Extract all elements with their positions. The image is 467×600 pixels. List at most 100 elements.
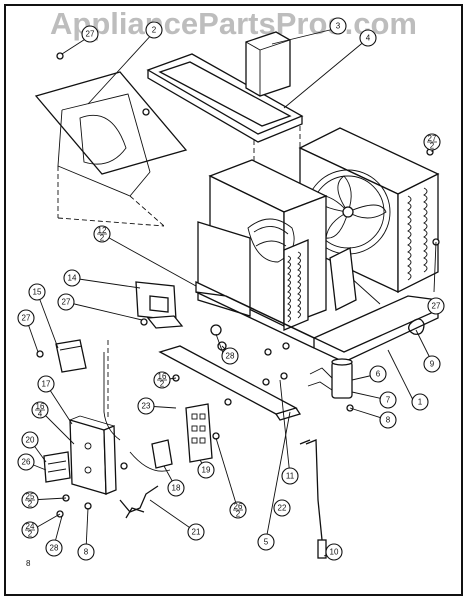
callout-circle (77, 543, 95, 561)
callout-number: 28 (50, 544, 59, 553)
callout-circle (411, 393, 429, 411)
callout-6: 6 (369, 365, 387, 383)
callout-27e: 27 (427, 297, 445, 315)
callout-number: 17 (42, 380, 51, 389)
callout-number: 19 (202, 466, 211, 475)
callout-circle (325, 543, 343, 561)
callout-number: 16 (36, 402, 45, 411)
callout-number: 25 (26, 492, 35, 501)
callout-17: 17 (37, 375, 55, 393)
callout-circle (57, 293, 75, 311)
callout-11: 11 (281, 467, 299, 485)
callout-quantity: 2 (28, 529, 33, 538)
callout-circle (423, 355, 441, 373)
callout-number: 9 (430, 360, 435, 369)
callout-circle (28, 283, 46, 301)
callout-27d: 272 (423, 133, 441, 151)
callout-number: 12 (98, 226, 107, 235)
run-capacitor-6 (307, 358, 353, 399)
callout-8b: 8 (379, 411, 397, 429)
capacitor-15 (55, 339, 87, 373)
evaporator-housing (197, 159, 328, 331)
callout-25-2: 252 (21, 491, 39, 509)
callout-1: 1 (411, 393, 429, 411)
callout-7: 7 (379, 391, 397, 409)
callout-number: 22 (278, 504, 287, 513)
callout-26: 26 (17, 453, 35, 471)
callout-circle (281, 467, 299, 485)
callout-number: 14 (68, 274, 77, 283)
callout-10: 10 (325, 543, 343, 561)
callout-circle (167, 479, 185, 497)
callout-circle (45, 539, 63, 557)
callout-circle (81, 25, 99, 43)
callout-20: 20 (21, 431, 39, 449)
callout-number: 26 (234, 502, 243, 511)
callout-circle (37, 375, 55, 393)
callout-21: 21 (187, 523, 205, 541)
control-bracket (135, 281, 184, 329)
callout-circle (21, 431, 39, 449)
callout-number: 27 (428, 134, 437, 143)
callout-18: 18 (167, 479, 185, 497)
callout-circle (17, 309, 35, 327)
strap-9 (408, 318, 425, 335)
callout-quantity: 4 (38, 409, 43, 418)
callout-circle (257, 533, 275, 551)
overload-18 (151, 439, 173, 469)
callout-circle (17, 453, 35, 471)
relay-block-19 (185, 403, 213, 463)
callout-12-2: 122 (93, 225, 111, 243)
callout-5: 5 (257, 533, 275, 551)
callout-circle (379, 411, 397, 429)
callout-27a: 27 (81, 25, 99, 43)
callout-number: 27 (62, 298, 71, 307)
screws (36, 52, 440, 518)
callout-circle (145, 21, 163, 39)
callout-number: 28 (226, 352, 235, 361)
callout-19: 19 (197, 461, 215, 479)
callout-number: 7 (386, 396, 391, 405)
callout-22: 22 (273, 499, 291, 517)
callout-number: 21 (192, 528, 201, 537)
callout-quantity: 2 (160, 379, 165, 388)
front-rail (107, 340, 302, 421)
page-marker-group: 8 (26, 559, 31, 568)
callout-circle (379, 391, 397, 409)
callout-quantity: 2 (28, 499, 33, 508)
selector-switch-20 (43, 451, 71, 483)
callout-quantity: 2 (430, 141, 435, 150)
callout-27b: 27 (57, 293, 75, 311)
callout-number: 10 (330, 548, 339, 557)
callout-number: 27 (432, 302, 441, 311)
page-marker: 8 (26, 559, 31, 568)
bracket-21 (119, 485, 159, 519)
callout-number: 27 (86, 30, 95, 39)
control-panel-17 (69, 415, 117, 495)
callout-26-2: 262 (229, 501, 247, 519)
callout-number: 6 (376, 370, 381, 379)
top-rail (146, 31, 304, 176)
callout-number: 4 (366, 34, 371, 43)
callout-8: 8 (77, 543, 95, 561)
callout-quantity: 2 (236, 509, 241, 518)
callout-number: 8 (386, 416, 391, 425)
callout-circle (273, 499, 291, 517)
callout-23: 23 (137, 397, 155, 415)
callout-24-2: 242 (21, 521, 39, 539)
callout-number: 11 (286, 472, 295, 481)
callout-number: 1 (418, 398, 423, 407)
callout-number: 15 (33, 288, 42, 297)
callout-number: 26 (22, 458, 31, 467)
callout-quantity: 2 (100, 233, 105, 242)
callout-28a: 28 (221, 347, 239, 365)
callout-number: 2 (152, 26, 157, 35)
top-cover-panel (34, 71, 188, 227)
diagram-border (4, 4, 463, 596)
callout-16-4: 164 (31, 401, 49, 419)
callout-circle (359, 29, 377, 47)
callout-27c: 27 (17, 309, 35, 327)
callout-circle (187, 523, 205, 541)
